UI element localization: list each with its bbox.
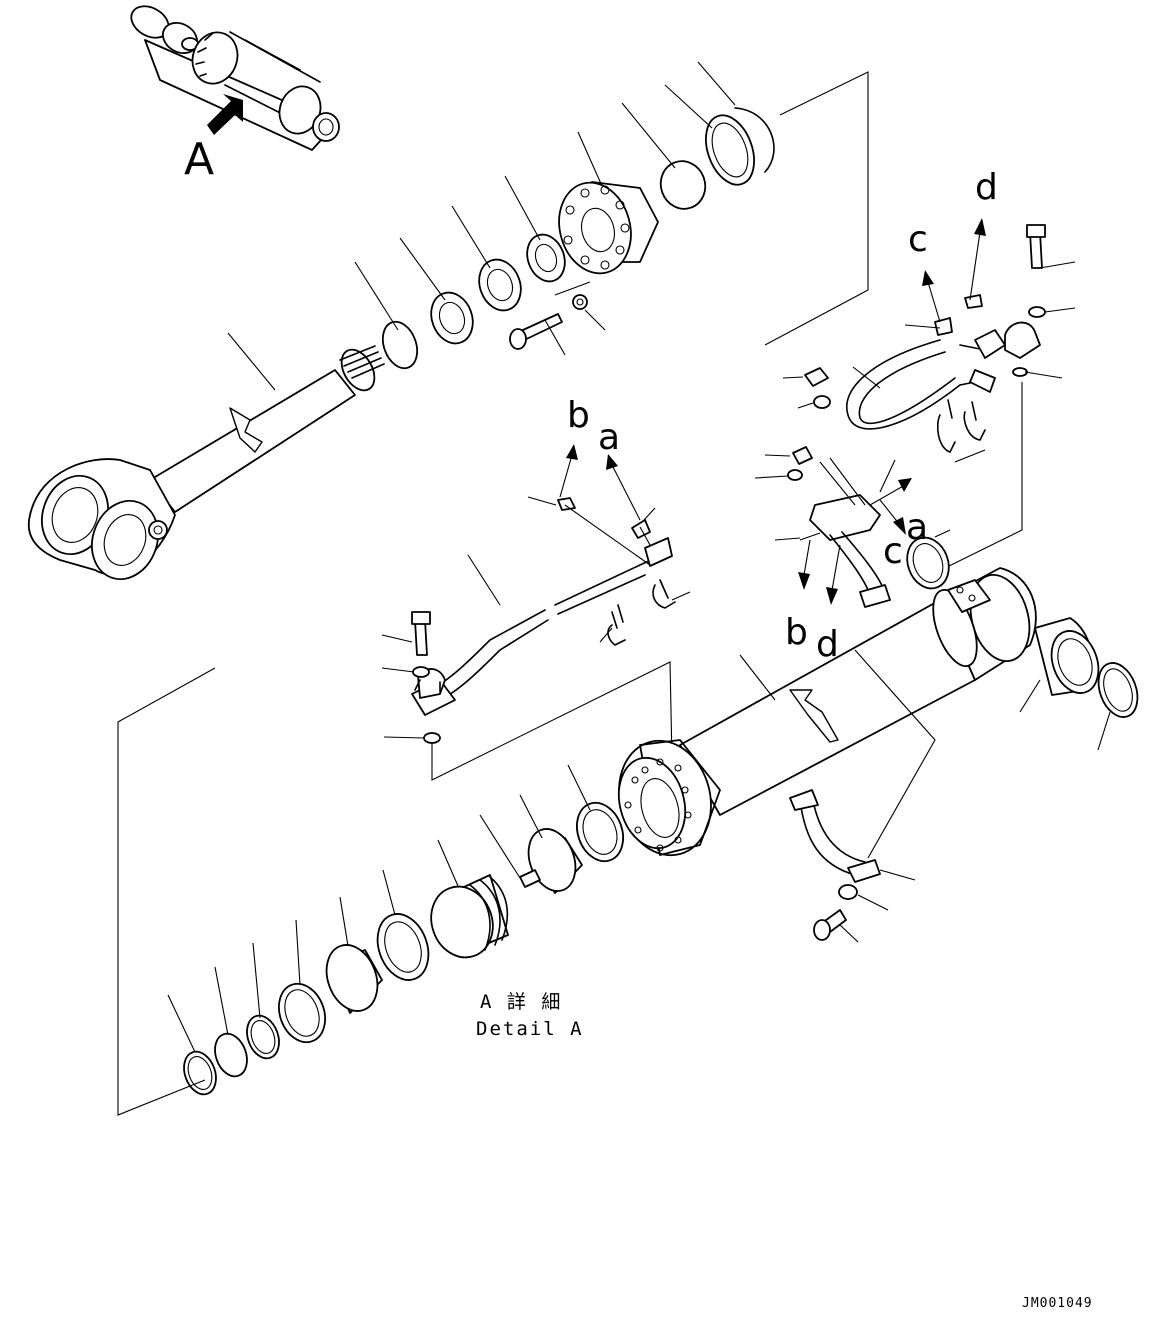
ref-label-c-top: c [908, 219, 928, 260]
view-label-a: A [184, 134, 215, 185]
ref-arrows-ab [559, 444, 641, 521]
ref-label-a-mid: a [906, 507, 929, 548]
detail-caption-english: Detail A [476, 1018, 584, 1040]
piston-set [117, 667, 624, 1116]
rod-seal-parts [381, 233, 588, 370]
cylinder-head [558, 107, 775, 275]
ref-label-b-bottom: b [785, 612, 808, 653]
detail-caption-japanese: A 詳 細 [480, 991, 563, 1013]
tube-clamp [789, 649, 936, 943]
ref-label-d-bottom: d [816, 624, 839, 665]
ref-arrows-cd [922, 218, 986, 323]
overview-cylinder [130, 5, 340, 151]
bottom-side-pipe [754, 224, 1076, 569]
drawing-code: JM001049 [1022, 1296, 1093, 1311]
view-direction-arrow [207, 94, 243, 135]
piston-rod [27, 345, 385, 581]
cylinder-tube [617, 529, 1139, 857]
ref-label-d-top: d [975, 167, 998, 208]
rod-side-pipe [381, 496, 691, 781]
leader-lines [227, 61, 869, 391]
clamp-bracket [774, 457, 912, 608]
ref-label-a-top: a [598, 417, 621, 458]
ref-label-b-top: b [567, 395, 590, 436]
ref-label-c-mid: c [883, 531, 903, 572]
